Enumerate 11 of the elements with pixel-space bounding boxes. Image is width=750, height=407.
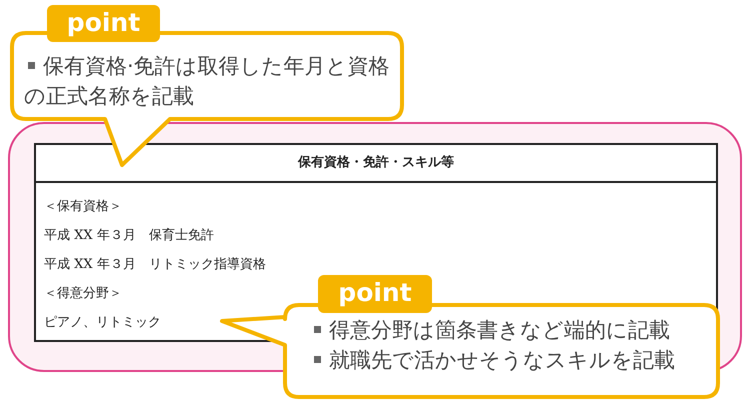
- table-text: 平成 XX 年３月 リトミック指導資格: [44, 256, 266, 273]
- table-text: ＜保有資格＞: [44, 198, 122, 215]
- bullet-text: 保有資格·免許は取得した年月と資格の正式名称を記載: [24, 51, 394, 111]
- bullet-text: 得意分野は箇条書きなど端的に記載: [310, 315, 710, 345]
- point-tag: point: [47, 5, 160, 42]
- table-text: ピアノ、リトミック: [44, 314, 161, 331]
- table-text: ＜得意分野＞: [44, 285, 122, 302]
- callout-bubble: [220, 275, 720, 401]
- point-tag: point: [318, 275, 432, 313]
- table-text: 平成 XX 年３月 保育士免許: [44, 226, 214, 244]
- bullet-text: 就職先で活かせそうなスキルを記載: [310, 345, 710, 375]
